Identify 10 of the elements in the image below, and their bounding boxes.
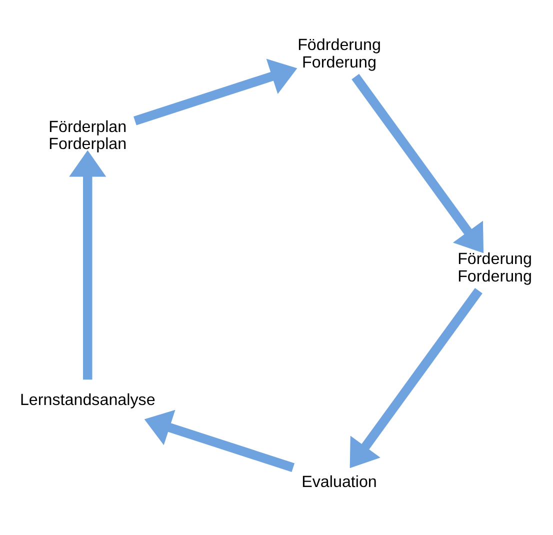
- node-text: Förderplan Forderplan: [48, 117, 127, 153]
- node-text: Förderung Forderung: [458, 250, 532, 285]
- node-text: Evaluation: [302, 472, 377, 490]
- arrow: [352, 73, 484, 253]
- arrow: [134, 58, 298, 125]
- arrow: [69, 150, 106, 380]
- arrow: [144, 409, 295, 472]
- node-text: Lernstandsanalyse: [20, 390, 156, 409]
- node-text: Födrderung Forderung: [298, 36, 381, 71]
- arrow: [350, 287, 482, 468]
